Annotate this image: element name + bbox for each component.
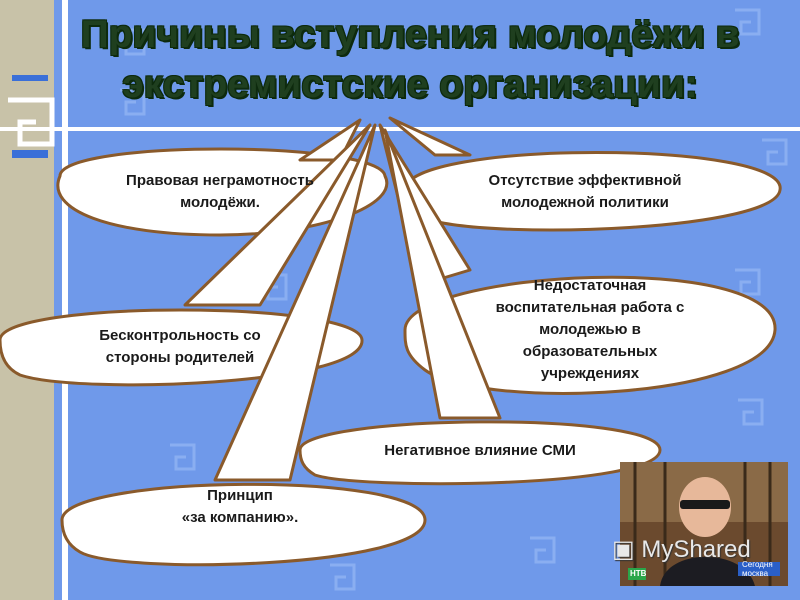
spiral-icon — [530, 536, 556, 564]
badge-text: Сегодня — [742, 560, 773, 569]
bubble-tail-media — [383, 128, 502, 420]
badge-text: москва — [742, 569, 769, 578]
bubble-education — [403, 275, 777, 395]
cause-text: Правовая неграмотность — [126, 172, 314, 189]
cause-company: Принцип «за компанию». — [130, 485, 350, 529]
bubble-company — [60, 482, 427, 567]
vertical-rule — [62, 0, 68, 600]
spiral-icon — [762, 138, 788, 166]
news-photo: Сегодня москва НТВ — [620, 462, 788, 586]
channel-logo: НТВ — [630, 569, 647, 578]
watermark-text: MyShared — [641, 536, 751, 563]
spiral-icon — [120, 28, 146, 56]
cause-no-policy: Отсутствие эффективной молодежной полити… — [440, 170, 730, 214]
photo-illustration — [620, 462, 788, 586]
cause-text: стороны родителей — [105, 349, 255, 366]
page-title: Причины вступления молодёжи в экстремист… — [60, 10, 760, 110]
spiral-icon — [738, 398, 764, 426]
sidebar-spiral-icon — [8, 97, 55, 147]
bubble-tail-parents — [183, 123, 372, 307]
bubble-tail-policy — [388, 116, 472, 157]
cause-text: молодежной политики — [501, 194, 669, 211]
spiral-icon — [120, 88, 146, 116]
cause-text: Принцип — [207, 487, 273, 504]
cause-media: Негативное влияние СМИ — [330, 440, 630, 462]
title-line-1: Причины вступления молодёжи в — [80, 13, 740, 56]
horizontal-rule — [0, 127, 800, 131]
cause-text: молодежью в — [539, 321, 641, 338]
cause-parents: Бесконтрольность со стороны родителей — [50, 325, 310, 369]
photo-badge: Сегодня москва — [742, 560, 773, 578]
bubble-tail-company — [213, 123, 377, 482]
cause-text: образовательных — [522, 343, 658, 360]
spiral-icon — [170, 443, 196, 471]
cause-education: Недостаточная воспитательная работа с мо… — [470, 275, 710, 385]
cause-text: Недостаточная — [533, 277, 647, 294]
spiral-icon — [735, 8, 761, 36]
cause-legal-illiteracy: Правовая неграмотность молодёжи. — [100, 170, 340, 214]
watermark: ▣ MyShared — [612, 535, 751, 564]
cause-text: молодёжи. — [180, 194, 260, 211]
title-line-2: экстремистские организации: — [122, 63, 698, 106]
spiral-icon — [330, 563, 356, 591]
cause-text: учреждениях — [540, 365, 640, 382]
sidebar-stripe — [12, 75, 48, 81]
cause-text: Негативное влияние СМИ — [384, 442, 576, 459]
cause-text: Отсутствие эффективной — [488, 172, 682, 189]
cause-text: воспитательная работа с — [495, 299, 685, 316]
sidebar-stripe — [12, 150, 48, 158]
cause-text: «за компанию». — [181, 509, 299, 526]
spiral-icon — [735, 268, 761, 296]
cause-text: Бесконтрольность со — [99, 327, 261, 344]
presentation-icon: ▣ — [612, 536, 635, 563]
